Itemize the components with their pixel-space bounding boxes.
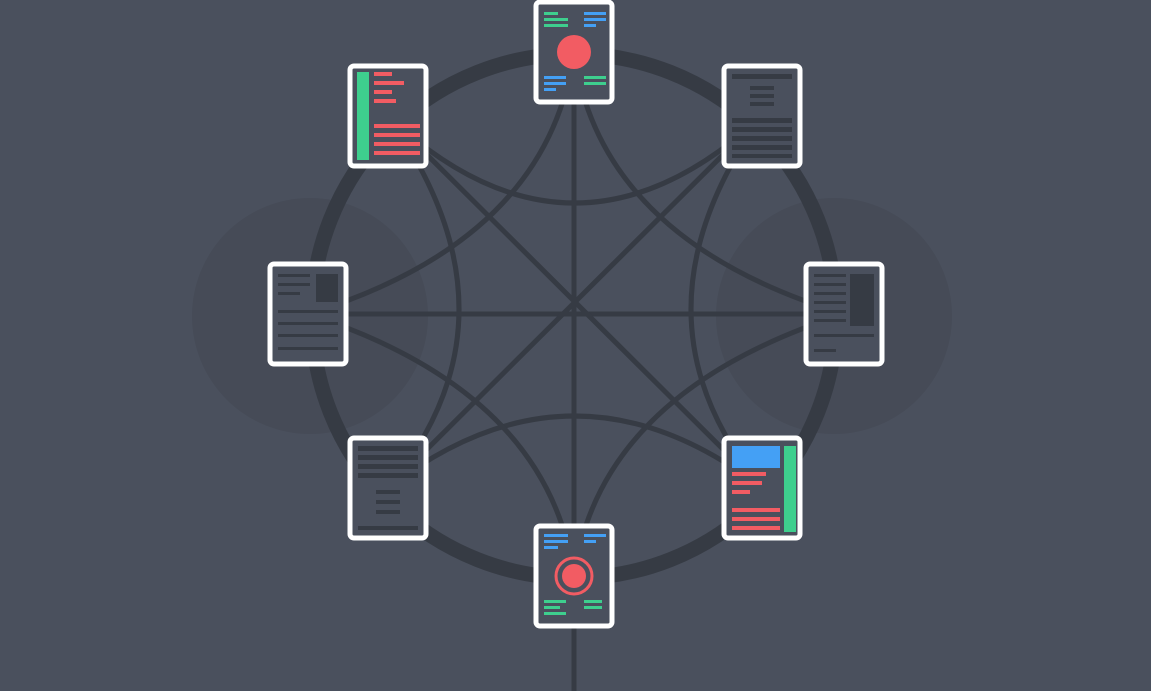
document-right	[803, 261, 885, 367]
sidebar-block	[784, 446, 796, 532]
text-line	[374, 99, 396, 103]
sidebar-block	[357, 72, 369, 160]
connection-lines	[308, 52, 844, 691]
text-line	[584, 540, 596, 543]
link-top-right-bottom-left	[386, 114, 764, 490]
document-bottom-left	[347, 435, 429, 541]
text-line	[584, 76, 606, 79]
image-circle	[557, 35, 591, 69]
text-line	[278, 310, 338, 313]
image-circle	[562, 564, 586, 588]
text-line	[544, 88, 556, 91]
text-line	[544, 546, 558, 549]
text-line	[732, 118, 792, 123]
text-line	[358, 464, 418, 469]
text-line	[374, 142, 420, 146]
text-line	[732, 481, 762, 485]
text-line	[814, 301, 846, 304]
text-line	[732, 508, 780, 512]
text-line	[732, 490, 750, 494]
text-line	[358, 446, 418, 451]
text-line	[750, 94, 774, 98]
text-line	[544, 24, 568, 27]
text-line	[732, 74, 792, 79]
document-top-right	[721, 63, 803, 169]
document-top	[533, 0, 615, 105]
text-line	[544, 18, 568, 21]
text-line	[732, 472, 766, 476]
text-line	[358, 473, 418, 478]
text-line	[544, 600, 566, 603]
text-line	[544, 540, 568, 543]
text-line	[278, 274, 310, 277]
header-block	[732, 446, 780, 468]
text-line	[750, 102, 774, 106]
text-line	[584, 534, 606, 537]
text-line	[584, 600, 602, 603]
text-line	[374, 72, 392, 76]
text-line	[814, 319, 846, 322]
text-line	[278, 283, 310, 286]
text-line	[814, 310, 846, 313]
text-line	[374, 90, 392, 94]
text-line	[358, 526, 418, 530]
text-line	[814, 274, 846, 277]
text-line	[278, 334, 338, 337]
text-line	[544, 606, 560, 609]
text-line	[732, 127, 792, 132]
image-ring	[554, 556, 594, 596]
text-line	[584, 24, 596, 27]
text-line	[544, 612, 566, 615]
text-line	[732, 526, 780, 530]
text-line	[278, 322, 338, 325]
document-top-left	[347, 63, 429, 169]
text-line	[374, 81, 404, 85]
text-line	[584, 606, 602, 609]
text-line	[814, 349, 836, 352]
text-line	[814, 283, 846, 286]
image-block	[316, 274, 338, 302]
text-line	[374, 133, 420, 137]
document-frame	[721, 63, 803, 169]
text-line	[732, 154, 792, 158]
text-line	[544, 534, 568, 537]
text-line	[544, 12, 558, 15]
text-line	[732, 136, 792, 141]
text-line	[814, 334, 874, 337]
document-frame	[347, 435, 429, 541]
text-line	[358, 455, 418, 460]
document-left	[267, 261, 349, 367]
text-line	[376, 490, 400, 494]
text-line	[278, 292, 300, 295]
document-bottom-right	[721, 435, 803, 541]
image-block	[850, 274, 874, 326]
text-line	[732, 145, 792, 150]
text-line	[732, 517, 780, 521]
text-line	[584, 82, 606, 85]
text-line	[750, 86, 774, 90]
text-line	[544, 82, 566, 85]
text-line	[814, 292, 846, 295]
text-line	[376, 510, 400, 514]
text-line	[584, 12, 606, 15]
text-line	[544, 76, 566, 79]
text-line	[278, 347, 338, 350]
text-line	[584, 18, 606, 21]
text-line	[374, 124, 420, 128]
text-line	[374, 151, 420, 155]
text-line	[376, 500, 400, 504]
document-bottom	[533, 523, 615, 629]
